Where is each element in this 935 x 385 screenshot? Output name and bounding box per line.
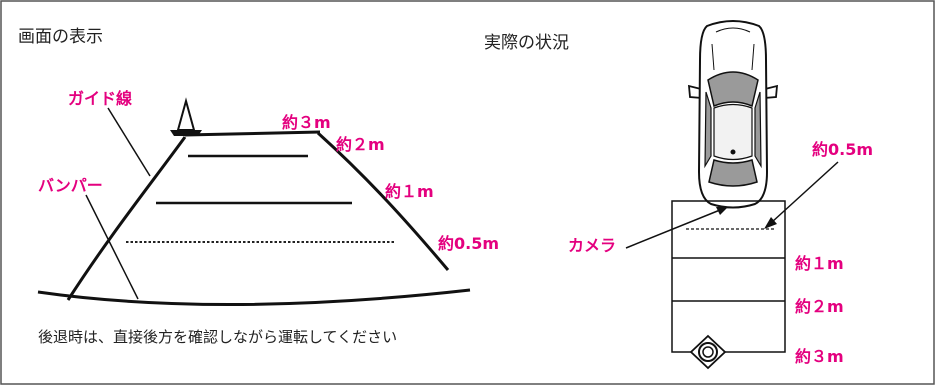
actual-situation-title: 実際の状況	[484, 33, 569, 53]
traffic-cone-icon	[170, 97, 202, 136]
caution-caption: 後退時は、直接後方を確認しながら運転してください	[38, 328, 397, 346]
screen-label-2m: 約２m	[336, 135, 385, 154]
camera-label: カメラ	[568, 236, 616, 255]
guide-line-label: ガイド線	[68, 89, 132, 108]
guide-line-left-side	[66, 136, 187, 301]
bumper-curve	[37, 288, 471, 307]
guide-line-right-side	[316, 131, 450, 271]
actual-0-5m-arrowhead	[764, 217, 777, 229]
parking-area	[671, 200, 786, 353]
actual-0-5m-leader	[771, 161, 839, 223]
car-top-view-icon	[687, 20, 779, 209]
traffic-cone-top-icon	[689, 334, 727, 370]
actual-label-0-5m: 約0.5m	[812, 140, 873, 159]
guide-lines	[66, 130, 450, 301]
camera-leader-arrowhead	[716, 207, 728, 215]
screen-label-3m: 約３m	[282, 113, 331, 132]
screen-label-1m: 約１m	[385, 182, 434, 201]
screen-display-title: 画面の表示	[18, 27, 103, 47]
actual-label-2m: 約２m	[795, 297, 844, 316]
actual-label-3m: 約３m	[795, 347, 844, 366]
actual-label-1m: 約１m	[795, 254, 844, 273]
camera-leader	[625, 209, 721, 249]
bumper-leader	[85, 194, 139, 300]
bumper-label: バンパー	[38, 176, 103, 195]
guide-line-top	[184, 130, 321, 137]
guide-line-leader	[107, 107, 151, 177]
screen-label-0-5m: 約0.5m	[438, 234, 499, 253]
